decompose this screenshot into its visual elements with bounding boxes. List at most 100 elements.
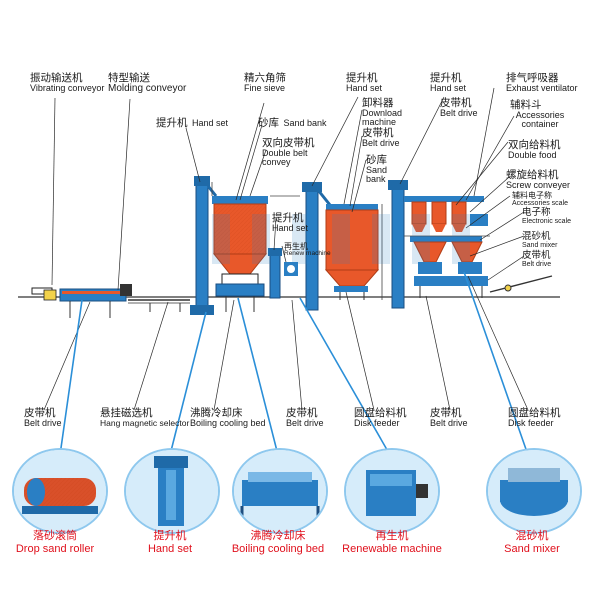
label-cn: 双向皮带机 [262, 137, 315, 149]
label-fine-sieve: 精六角筛 Fine sieve [244, 72, 286, 94]
bottom-label-magnetic-selector: 悬挂磁选机 Hang magnetic selector [100, 407, 190, 429]
bottom-leader-lines [43, 275, 529, 411]
label-en: Belt drive [440, 108, 478, 119]
label-cn: 圆盘给料机 [508, 407, 561, 419]
label-cn: 辅料斗 [510, 99, 542, 111]
label-belt-drive-top: 皮带机 Belt drive [440, 97, 478, 119]
label-cn: 皮带机 [430, 407, 462, 419]
vibrating-conveyor-drawing [31, 284, 132, 318]
label-belt-drive-mid: 皮带机 Belt drive [362, 127, 400, 149]
caption-boiling-cooling-bed: 沸腾冷却床 Boiling cooling bed [218, 529, 338, 555]
label-cn: 皮带机 [286, 407, 318, 419]
caption-en: Drop sand roller [15, 542, 95, 555]
label-en: Screw conveyer [506, 180, 571, 191]
steel-frame [211, 182, 490, 300]
label-en: Vibrating conveyor [30, 83, 105, 94]
label-belt-drive-right: 皮带机 Belt drive [522, 251, 551, 268]
label-en: Accessories container [515, 110, 565, 130]
label-cn: 振动输送机 [30, 72, 83, 84]
label-en: Molding conveyor [108, 83, 187, 95]
label-electronic-scale: 电子称 Electronic scale [522, 208, 571, 225]
photo-connector-lines [59, 271, 529, 456]
label-cn: 皮带机 [522, 250, 551, 261]
label-en: Belt drive [430, 418, 468, 429]
label-cn: 皮带机 [440, 97, 472, 109]
label-cn: 圆盘给料机 [354, 407, 407, 419]
label-cn: 提升机 [272, 212, 304, 224]
label-download-machine: 卸料器 Download machine [362, 97, 406, 128]
label-cn: 提升机 [156, 117, 188, 129]
caption-renewable-machine: 再生机 Renewable machine [336, 529, 448, 555]
label-cn: 电子称 [522, 207, 551, 218]
bottom-label-belt-drive-3: 皮带机 Belt drive [430, 407, 468, 429]
sand-bank-2-drawing [324, 204, 380, 300]
caption-cn: 落砂滚筒 [33, 529, 77, 542]
label-cn: 提升机 [430, 72, 462, 84]
caption-cn: 提升机 [153, 529, 187, 542]
label-en: Double belt convey [262, 148, 308, 168]
label-en: Renew machine [284, 250, 331, 258]
hoist-1-drawing [190, 176, 218, 315]
label-sand-mixer-small: 混砂机 Sand mixer [522, 232, 557, 249]
label-en: Sand mixer [522, 241, 558, 249]
label-cn: 卸料器 [362, 97, 394, 109]
label-en: Hand set [346, 83, 383, 94]
label-regen-machine: 再生机 Renew machine [284, 242, 331, 258]
caption-cn: 混砂机 [515, 529, 549, 542]
photo-renewable-machine [344, 448, 440, 534]
photo-hand-set [124, 448, 220, 534]
label-cn: 提升机 [346, 72, 378, 84]
photo-drop-sand-roller [12, 448, 108, 534]
bottom-label-disk-feeder-1: 圆盘给料机 Disk feeder [354, 407, 407, 429]
watermark-logo [212, 214, 492, 264]
molding-conveyor-drawing [128, 299, 190, 312]
label-accessories-container: 辅料斗 Accessories container [510, 99, 570, 130]
label-exhaust-ventilator: 排气呼吸器 Exhaust ventilator [506, 72, 578, 94]
label-en: Sand bank [283, 118, 327, 128]
label-cn: 混砂机 [522, 231, 551, 242]
label-en: Disk feeder [508, 418, 554, 429]
label-en: Disk feeder [354, 418, 400, 429]
mixing-station-drawing [404, 196, 488, 298]
top-leader-lines [51, 87, 525, 291]
label-cn: 排气呼吸器 [506, 72, 559, 84]
caption-cn: 再生机 [375, 529, 409, 542]
hoist-4-drawing [388, 180, 408, 309]
bottom-label-belt-drive-2: 皮带机 Belt drive [286, 407, 324, 429]
label-cn: 特型输送 [108, 72, 150, 84]
label-en: Sand bank [366, 165, 388, 185]
label-en: Boiling cooling bed [190, 418, 266, 429]
label-double-belt-convey: 双向皮带机 Double belt convey [262, 137, 320, 168]
label-en: Hand set [191, 118, 228, 128]
caption-drop-sand-roller: 落砂滚筒 Drop sand roller [0, 529, 110, 555]
label-en: Accessories scale [512, 200, 569, 208]
photo-sand-mixer [486, 448, 582, 534]
caption-en: Renewable machine [342, 542, 442, 555]
photo-boiling-cooling-bed [232, 448, 328, 534]
label-hoist-2: 提升机 Hand set [346, 72, 383, 94]
hoist-2-drawing [268, 248, 298, 299]
hoist-3-drawing [302, 182, 332, 311]
bottom-label-belt-drive-1: 皮带机 Belt drive [24, 407, 62, 429]
caption-cn: 沸腾冷却床 [250, 529, 306, 542]
label-cn: 皮带机 [362, 127, 394, 139]
label-cn: 精六角筛 [244, 72, 286, 84]
label-en: Download machine [362, 108, 403, 128]
label-en: Hang magnetic selector [100, 418, 190, 429]
label-en: Belt drive [362, 138, 400, 149]
label-en: Fine sieve [244, 83, 286, 94]
label-screw-conveyer: 螺旋给料机 Screw conveyer [506, 169, 571, 191]
label-en: Double food [508, 150, 557, 161]
label-en: Exhaust ventilator [506, 83, 578, 94]
caption-sand-mixer: 混砂机 Sand mixer [482, 529, 582, 555]
label-sand-bank-2: 砂库 Sand bank [366, 154, 396, 185]
label-hoist-4: 提升机 Hand set [272, 212, 308, 233]
label-cn: 砂库 [366, 154, 387, 166]
label-sand-bank-1: 砂库 Sand bank [258, 114, 327, 131]
label-en: Belt drive [286, 418, 324, 429]
label-cn: 沸腾冷却床 [190, 407, 243, 419]
label-cn: 辅料电子称 [512, 191, 552, 200]
label-en: Belt drive [24, 418, 62, 429]
